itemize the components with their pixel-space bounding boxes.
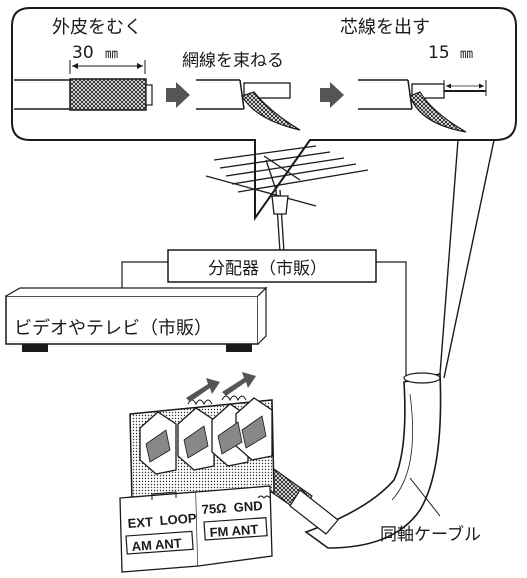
expose-core-label: 芯線を出す <box>340 17 430 38</box>
bundled-mesh-icon <box>241 91 301 131</box>
core-length-value: 15 <box>428 43 450 63</box>
step-arrow-icon <box>166 82 190 108</box>
splitter-box: 分配器（市販） <box>167 249 377 283</box>
braided-mesh-section <box>69 78 147 111</box>
step-bundle-mesh: 網線を束ねる <box>182 51 301 131</box>
step-expose-core: 芯線を出す 15 ㎜ <box>340 17 487 133</box>
strip-outer-label: 外皮をむく <box>52 17 142 38</box>
fm-ant-label: FM ANT <box>209 522 259 540</box>
strip-length-unit: ㎜ <box>105 47 118 62</box>
strip-length-value: 30 <box>72 43 94 63</box>
ext-terminal-label: EXT <box>127 514 153 531</box>
loop-terminal-label: LOOP <box>159 510 197 528</box>
bundle-mesh-label: 網線を束ねる <box>182 51 284 71</box>
step-strip-outer: 外皮をむく 30 ㎜ <box>14 17 153 111</box>
ohm75-terminal-label: 75Ω <box>201 500 227 517</box>
splitter-label: 分配器（市販） <box>208 259 327 279</box>
push-arrow-icon <box>222 372 256 396</box>
video-tv-label: ビデオやテレビ（市販） <box>14 318 212 339</box>
core-length-unit: ㎜ <box>460 47 473 62</box>
bundled-mesh-icon <box>409 91 467 133</box>
video-tv-unit: ビデオやテレビ（市販） <box>5 286 268 352</box>
step-arrow-icon <box>320 82 344 108</box>
antenna-icon <box>205 145 369 253</box>
push-arrow-icon <box>186 378 220 402</box>
gnd-terminal-label: GND <box>233 498 263 515</box>
am-ant-label: AM ANT <box>131 536 182 554</box>
coaxial-cable-label: 同軸ケーブル <box>380 524 481 545</box>
antenna-terminal-block <box>129 372 275 501</box>
ground-icon <box>257 495 271 499</box>
terminal-labels: EXT LOOP AM ANT 75Ω GND FM ANT <box>119 485 273 573</box>
